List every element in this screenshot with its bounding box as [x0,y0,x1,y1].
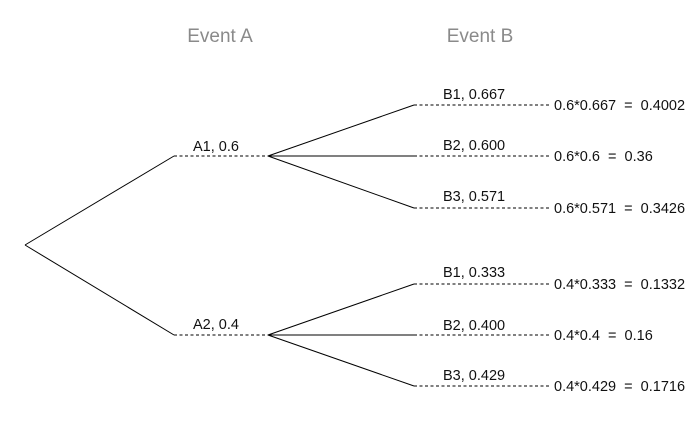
joint-result-a1-b2: 0.6*0.6 = 0.36 [554,149,653,165]
joint-result-a2-b2: 0.4*0.4 = 0.16 [554,328,653,344]
branch-label-a2-b2: B2, 0.400 [443,318,505,334]
edge-root-a1 [24,155,175,246]
joint-result-a1-b3: 0.6*0.571 = 0.3426 [554,201,685,217]
branch-label-a1-b2: B2, 0.600 [443,138,505,154]
branch-label-a1-b1: B1, 0.667 [443,87,505,103]
event-a-header: Event A [187,26,253,47]
joint-result-a2-b3: 0.4*0.429 = 0.1716 [554,379,685,395]
tree-edges [24,104,550,387]
joint-result-a2-b1: 0.4*0.333 = 0.1332 [554,277,685,293]
edge-a1-b3 [267,155,415,209]
branch-label-a1-b3: B3, 0.571 [443,189,505,205]
branch-label-a2: A2, 0.4 [193,317,239,333]
branch-label-a2-b3: B3, 0.429 [443,368,505,384]
edge-a2-b3 [267,334,415,387]
event-b-header: Event B [447,26,514,47]
edge-a2-b1 [267,283,415,336]
edge-a1-b1 [267,104,415,157]
branch-label-a2-b1: B1, 0.333 [443,265,505,281]
joint-result-a1-b1: 0.6*0.667 = 0.4002 [554,98,685,114]
branch-label-a1: A1, 0.6 [193,139,239,155]
edge-root-a2 [24,244,175,336]
